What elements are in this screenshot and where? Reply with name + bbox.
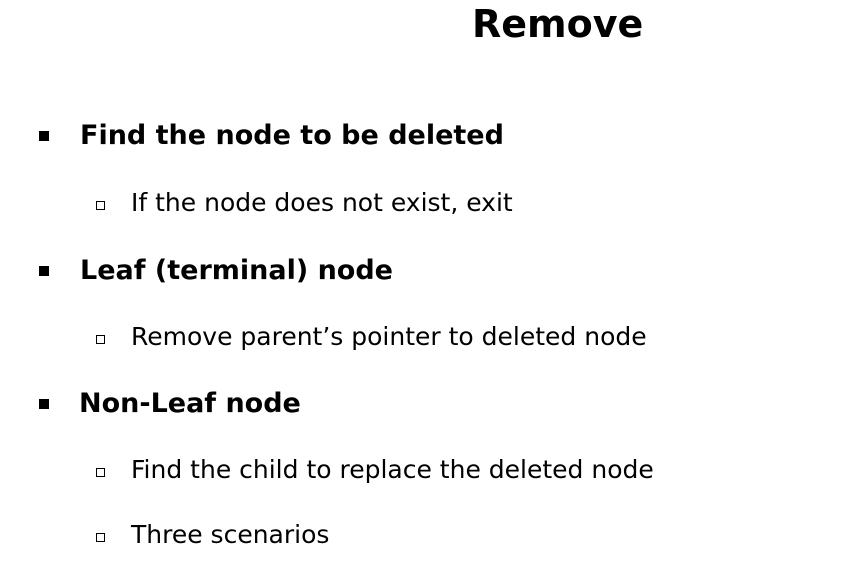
hollow-square-bullet-icon (96, 201, 105, 210)
bullet-text: Leaf (terminal) node (80, 255, 393, 286)
slide-title: Remove (472, 2, 644, 46)
hollow-square-bullet-icon (96, 335, 105, 344)
square-bullet-icon (39, 399, 49, 409)
sub-bullet-text: Find the child to replace the deleted no… (131, 455, 654, 484)
square-bullet-icon (39, 266, 49, 276)
hollow-square-bullet-icon (96, 468, 105, 477)
hollow-square-bullet-icon (96, 533, 105, 542)
sub-bullet-text: If the node does not exist, exit (131, 188, 513, 217)
sub-bullet-text: Three scenarios (131, 520, 330, 549)
bullet-text: Find the node to be deleted (80, 120, 504, 151)
sub-bullet-text: Remove parent’s pointer to deleted node (131, 322, 647, 351)
square-bullet-icon (39, 131, 49, 141)
bullet-text: Non-Leaf node (79, 388, 301, 419)
